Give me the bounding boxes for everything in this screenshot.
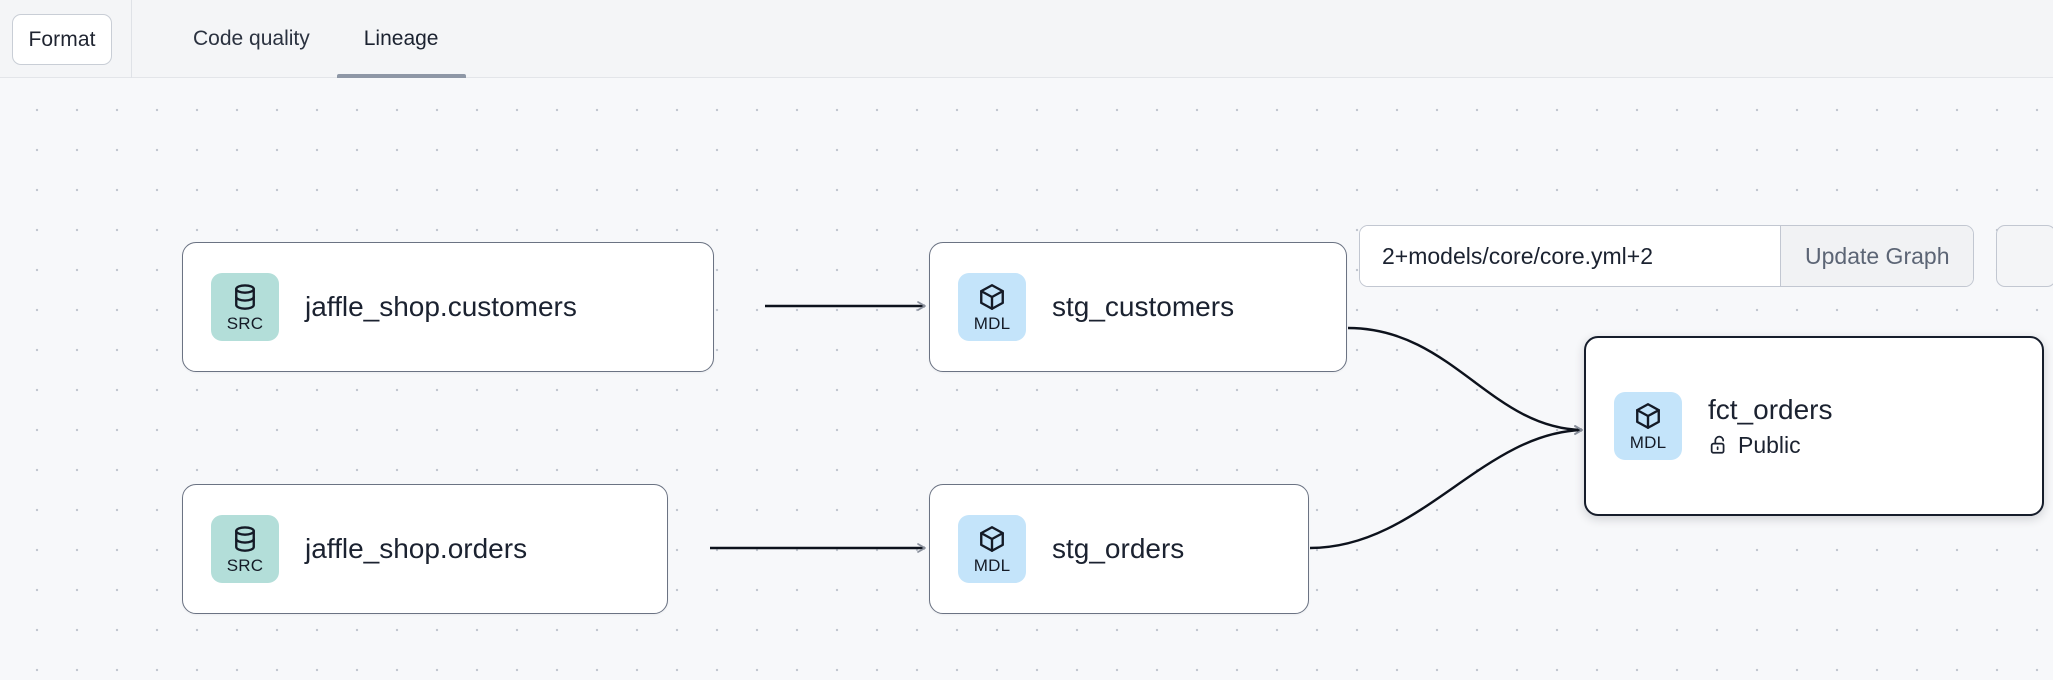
- node-badge-mdl: MDL: [958, 273, 1026, 341]
- node-title: fct_orders: [1708, 394, 1833, 426]
- node-body: stg_customers: [1052, 290, 1234, 324]
- node-badge-mdl: MDL: [958, 515, 1026, 583]
- graph-selector-group: Update Graph: [1359, 225, 1975, 287]
- graph-selector-input[interactable]: [1360, 226, 1780, 286]
- node-body: stg_orders: [1052, 532, 1184, 566]
- node-badge-label: MDL: [973, 556, 1011, 575]
- node-title: jaffle_shop.customers: [305, 291, 577, 323]
- cube-icon: [1636, 403, 1660, 429]
- lineage-node-fct-orders[interactable]: MDL fct_orders Public: [1584, 336, 2044, 516]
- unlock-icon: [1710, 436, 1725, 454]
- tab-bar: Code quality Lineage: [166, 0, 466, 78]
- database-icon: [235, 526, 255, 552]
- tab-lineage[interactable]: Lineage: [336, 0, 466, 78]
- node-badge-label: SRC: [226, 314, 264, 333]
- lineage-node-jaffle-shop-customers[interactable]: SRC jaffle_shop.customers: [182, 242, 714, 372]
- cube-icon: [980, 526, 1004, 552]
- lineage-node-stg-orders[interactable]: MDL stg_orders: [929, 484, 1309, 614]
- graph-extra-button[interactable]: [1996, 225, 2053, 287]
- node-badge-mdl: MDL: [1614, 392, 1682, 460]
- lineage-node-stg-customers[interactable]: MDL stg_customers: [929, 242, 1347, 372]
- node-access-label: Public: [1708, 432, 1833, 459]
- node-badge-label: MDL: [1629, 433, 1667, 452]
- tab-code-quality[interactable]: Code quality: [193, 27, 310, 50]
- node-title: stg_customers: [1052, 291, 1235, 323]
- node-body: jaffle_shop.customers: [305, 290, 577, 324]
- node-title: stg_orders: [1052, 533, 1185, 565]
- node-body: jaffle_shop.orders: [305, 532, 527, 566]
- edge-stg-orders-to-fct-orders: [1309, 425, 1583, 550]
- node-body: fct_orders Public: [1708, 393, 1833, 459]
- node-access-text: Public: [1738, 431, 1801, 458]
- cube-icon: [980, 284, 1004, 310]
- format-button[interactable]: Format: [12, 14, 112, 65]
- node-badge-label: SRC: [226, 556, 264, 575]
- editor-toolbar: Format Code quality Lineage: [0, 0, 2053, 78]
- database-icon: [235, 284, 255, 310]
- node-title: jaffle_shop.orders: [305, 533, 528, 565]
- graph-controls: Update Graph: [1359, 225, 2053, 287]
- node-badge-label: MDL: [973, 314, 1011, 333]
- node-badge-src: SRC: [211, 515, 279, 583]
- update-graph-button[interactable]: Update Graph: [1780, 226, 1974, 286]
- lineage-node-jaffle-shop-orders[interactable]: SRC jaffle_shop.orders: [182, 484, 668, 614]
- lineage-edges: [710, 301, 1583, 553]
- edge-stg-customers-to-fct-orders: [1347, 326, 1583, 435]
- lineage-canvas[interactable]: SRC jaffle_shop.customers MDL stg_custom…: [0, 78, 2053, 680]
- node-badge-src: SRC: [211, 273, 279, 341]
- toolbar-divider: [131, 0, 132, 78]
